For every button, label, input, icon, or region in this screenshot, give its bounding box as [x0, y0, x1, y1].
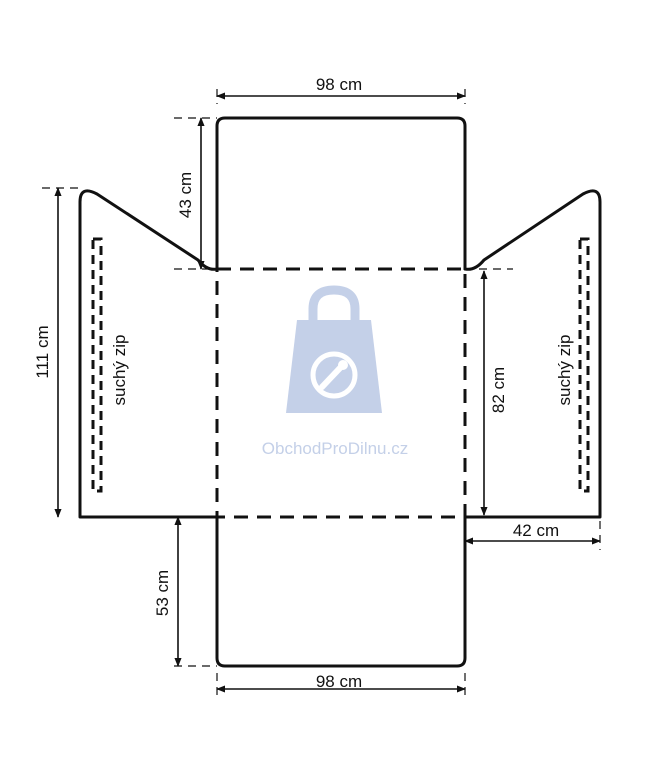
dim-label-side-height: 111 cm	[33, 325, 52, 378]
dim-label-bottom-width: 98 cm	[316, 672, 362, 691]
dim-label-center-height: 82 cm	[489, 367, 508, 413]
shopping-bag-wrench-icon	[286, 285, 382, 413]
dim-label-bottom-height: 53 cm	[153, 570, 172, 616]
dim-label-top-height: 43 cm	[176, 172, 195, 218]
dim-label-top-width: 98 cm	[316, 75, 362, 94]
watermark: ObchodProDilnu.cz	[262, 285, 408, 458]
watermark-text: ObchodProDilnu.cz	[262, 439, 408, 458]
left-velcro-label: suchý zip	[110, 335, 129, 406]
right-velcro-label: suchý zip	[555, 335, 574, 406]
top-flap-outline	[215, 116, 467, 271]
left-velcro-strip	[91, 237, 103, 493]
bottom-flap-outline	[215, 515, 467, 668]
right-velcro-strip	[578, 237, 590, 493]
center-seat-fold-lines	[215, 267, 467, 519]
dim-label-side-width: 42 cm	[513, 521, 559, 540]
left-wing-outline	[78, 189, 219, 519]
